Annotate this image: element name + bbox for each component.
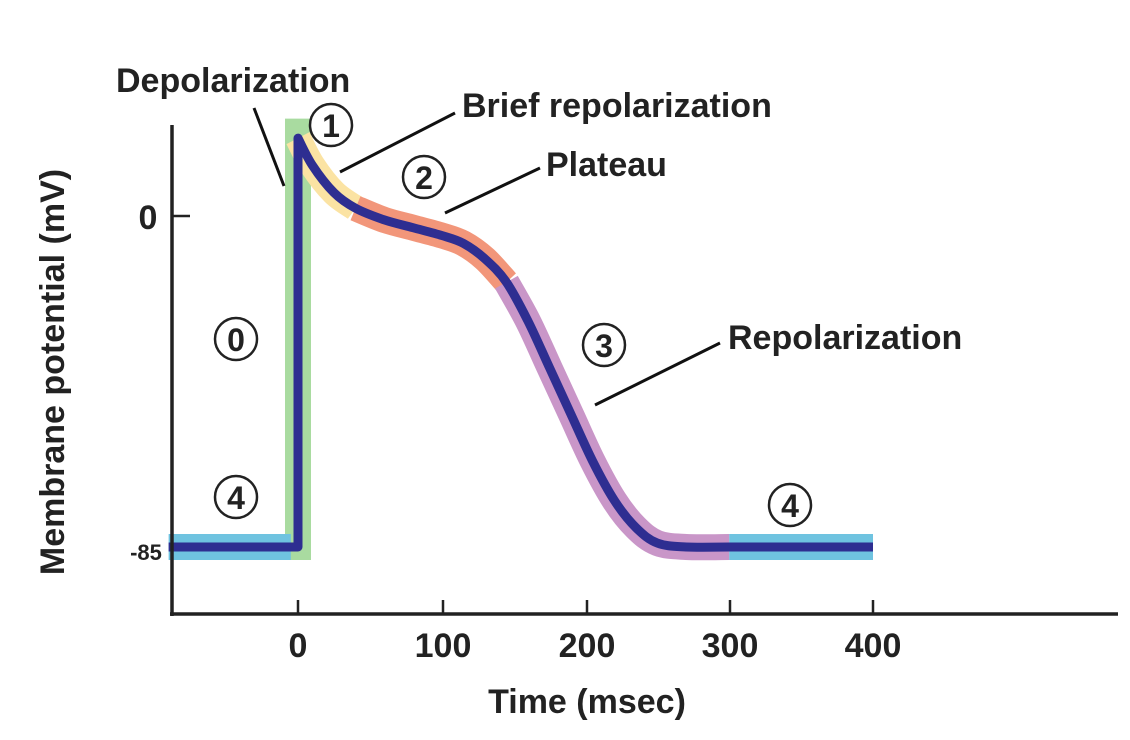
- y-tick-label-neg85: -85: [130, 540, 162, 565]
- depolarization-label: Depolarization: [116, 62, 350, 100]
- phase-marker-0-circle: [213, 316, 259, 362]
- phase-marker-3-number: 3: [595, 328, 613, 364]
- brief-repolarization-leader: [339, 111, 456, 174]
- phase-marker-4-right-number: 4: [781, 488, 799, 524]
- phase-marker-4-left-number: 4: [227, 480, 245, 516]
- phase-marker-1-number: 1: [322, 108, 340, 144]
- plateau-label: Plateau: [546, 146, 667, 184]
- axes: [170, 125, 1118, 616]
- leader-lines: [252, 107, 721, 407]
- brief-repolarization-label: Brief repolarization: [462, 87, 772, 125]
- x-axis-title: Time (msec): [488, 683, 686, 721]
- phase-marker-0-number: 0: [227, 322, 245, 358]
- phase-marker-1-circle: [308, 102, 354, 148]
- y-tick-label-0: 0: [139, 199, 158, 237]
- phase-marker-4-left-circle: [213, 474, 259, 520]
- y-axis-title: Membrane potential (mV): [34, 169, 72, 575]
- x-tick-label-300: 300: [702, 627, 759, 665]
- phase-marker-2-number: 2: [415, 160, 433, 196]
- x-tick-label-200: 200: [559, 627, 616, 665]
- phase-marker-4-left: 4: [213, 474, 259, 520]
- x-tick-label-100: 100: [415, 627, 472, 665]
- action-potential-line: [168, 133, 873, 552]
- x-tick-label-400: 400: [845, 627, 902, 665]
- depolarization-leader: [252, 107, 286, 187]
- x-tick-label-0: 0: [289, 627, 308, 665]
- phase-marker-2: 2: [401, 154, 447, 200]
- plateau-leader: [444, 166, 541, 215]
- phase-marker-4-right-circle: [767, 482, 813, 528]
- phase-marker-1: 1: [308, 102, 354, 148]
- phase-marker-2-circle: [401, 154, 447, 200]
- repolarization-label: Repolarization: [728, 319, 962, 357]
- phase-marker-3: 3: [581, 322, 627, 368]
- repolarization-leader: [594, 341, 721, 407]
- phase-marker-3-circle: [581, 322, 627, 368]
- phase-marker-4-right: 4: [767, 482, 813, 528]
- phase-marker-0: 0: [213, 316, 259, 362]
